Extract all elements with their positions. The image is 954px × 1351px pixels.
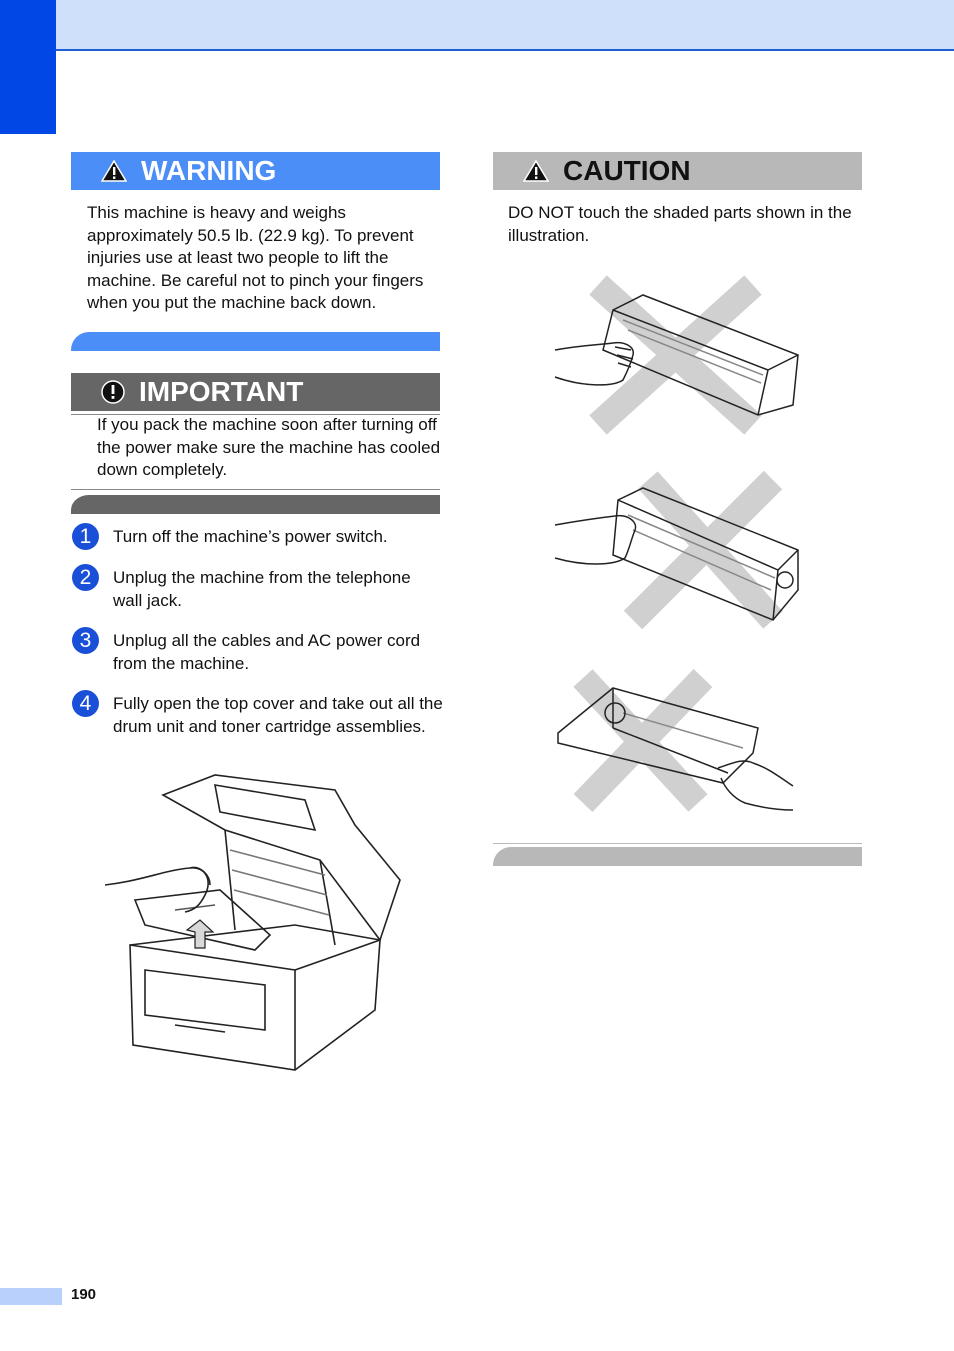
step-number: 4 bbox=[72, 690, 99, 717]
important-divider bbox=[71, 414, 440, 415]
warning-triangle-icon bbox=[101, 160, 127, 182]
important-text: If you pack the machine soon after turni… bbox=[97, 415, 441, 479]
warning-header: WARNING bbox=[71, 152, 440, 190]
step-text: Unplug all the cables and AC power cord … bbox=[113, 631, 421, 673]
caution-bottom-divider bbox=[493, 843, 862, 844]
header-band bbox=[0, 0, 954, 51]
step-number: 3 bbox=[72, 627, 99, 654]
drum-unit-illustration bbox=[554, 470, 799, 630]
caution-triangle-icon bbox=[523, 160, 549, 182]
caution-header: CAUTION bbox=[493, 152, 862, 190]
page-number-bar bbox=[0, 1288, 62, 1305]
step-text: Unplug the machine from the telephone wa… bbox=[113, 568, 411, 610]
step-text: Fully open the top cover and take out al… bbox=[113, 694, 443, 736]
important-footer bbox=[71, 492, 440, 514]
warning-text: This machine is heavy and weighs approxi… bbox=[87, 203, 424, 312]
caution-title: CAUTION bbox=[563, 155, 691, 186]
step-3: 3 Unplug all the cables and AC power cor… bbox=[72, 627, 442, 677]
step-1: 1 Turn off the machine’s power switch. bbox=[72, 523, 442, 553]
page-number: 190 bbox=[71, 1286, 97, 1303]
important-bottom-divider bbox=[71, 489, 440, 490]
step-2: 2 Unplug the machine from the telephone … bbox=[72, 564, 442, 614]
step-number: 1 bbox=[72, 523, 99, 550]
caution-footer bbox=[493, 847, 862, 866]
printer-open-cover-illustration bbox=[105, 774, 401, 1071]
warning-footer bbox=[71, 332, 440, 351]
step-text: Turn off the machine’s power switch. bbox=[113, 527, 388, 546]
chapter-tab bbox=[0, 0, 56, 134]
step-4: 4 Fully open the top cover and take out … bbox=[72, 690, 443, 762]
toner-cartridge-illustration bbox=[554, 275, 799, 435]
important-title: IMPORTANT bbox=[139, 376, 304, 407]
important-header: IMPORTANT bbox=[71, 373, 440, 411]
toner-tray-illustration bbox=[557, 668, 794, 813]
caution-text: DO NOT touch the shaded parts shown in t… bbox=[508, 203, 852, 245]
step-number: 2 bbox=[72, 564, 99, 591]
exclamation-circle-icon bbox=[101, 380, 125, 404]
warning-title: WARNING bbox=[141, 155, 277, 186]
